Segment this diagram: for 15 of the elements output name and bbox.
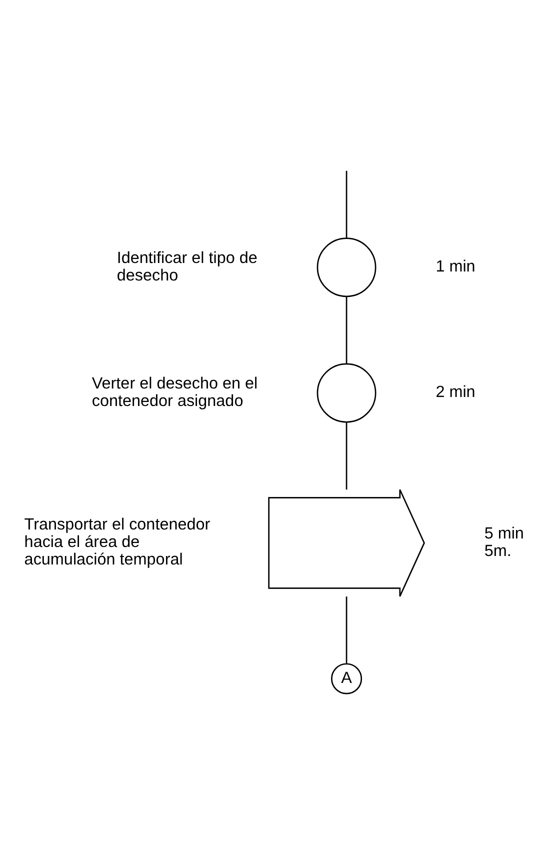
node-label: 5m. xyxy=(484,541,512,560)
node-label: 2 min xyxy=(436,382,476,401)
node-circle xyxy=(316,362,376,422)
node-label: Verter el desecho en el contenedor asignado xyxy=(92,374,258,410)
connector xyxy=(346,170,348,238)
node-label: 5 min xyxy=(484,524,524,542)
node-label: Transportar el contenedor hacia el área de acumulación temporal xyxy=(24,515,210,568)
node-arrow xyxy=(268,488,425,596)
connector xyxy=(346,422,348,490)
connector xyxy=(346,596,348,663)
node-label: Identificar el tipo de desecho xyxy=(116,248,258,284)
node-circle: A xyxy=(331,662,362,694)
node-label: 1 min xyxy=(436,257,476,276)
connector xyxy=(346,296,348,364)
node-circle xyxy=(316,237,376,297)
